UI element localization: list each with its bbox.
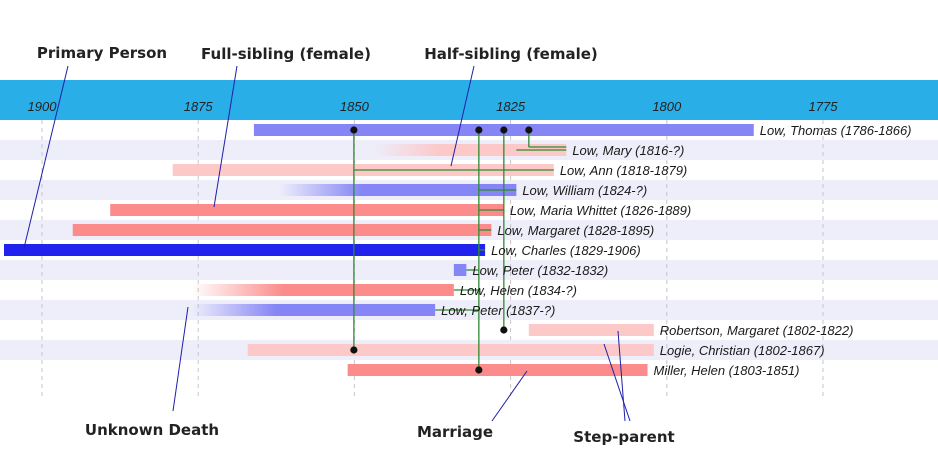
- callout-line-half-sibling: [450, 65, 475, 167]
- lifespan-bar: [347, 364, 648, 376]
- lifespan-bar: [278, 184, 517, 196]
- axis-tick-label: 1825: [496, 99, 526, 114]
- person-label: Low, Ann (1818-1879): [560, 163, 687, 178]
- person-label: Logie, Christian (1802-1867): [660, 343, 825, 358]
- lifespan-bar: [453, 264, 467, 276]
- lifespan-bar: [4, 244, 486, 256]
- person-label: Low, Helen (1834-?): [460, 283, 577, 298]
- marriage-dot: [500, 126, 508, 134]
- callout-line-unknown-death: [172, 306, 189, 412]
- marriage-dot: [350, 346, 358, 354]
- callout-half-sibling-female: Half-sibling (female): [424, 45, 598, 63]
- lifespan-bar: [110, 204, 504, 216]
- lifespan-bar: [72, 224, 492, 236]
- marriage-dot: [475, 126, 483, 134]
- callout-line-step-parent-2: [603, 343, 631, 422]
- lifespan-bar: [528, 324, 654, 336]
- callout-step-parent: Step-parent: [573, 428, 674, 446]
- marriage-dot: [500, 326, 508, 334]
- callout-primary-person: Primary Person: [37, 44, 167, 62]
- person-label: Low, Maria Whittet (1826-1889): [510, 203, 691, 218]
- family-connectors: [350, 126, 567, 374]
- person-label: Low, Charles (1829-1906): [491, 243, 641, 258]
- callout-line-marriage: [491, 370, 528, 422]
- lifespan-bar: [247, 344, 654, 356]
- callout-unknown-death: Unknown Death: [85, 421, 219, 439]
- lifespan-bar: [191, 304, 436, 316]
- lifespan-bar: [372, 144, 567, 156]
- person-label: Low, Mary (1816-?): [572, 143, 684, 158]
- person-label: Robertson, Margaret (1802-1822): [660, 323, 854, 338]
- lifespan-bar: [191, 284, 454, 296]
- callout-line-primary: [23, 65, 69, 249]
- axis-tick-label: 1900: [28, 99, 58, 114]
- person-label: Low, William (1824-?): [522, 183, 647, 198]
- person-label: Low, Thomas (1786-1866): [760, 123, 912, 138]
- person-label: Low, Peter (1837-?): [441, 303, 555, 318]
- marriage-dot: [350, 126, 358, 134]
- callout-line-step-parent-1: [617, 330, 626, 422]
- person-label: Low, Margaret (1828-1895): [497, 223, 654, 238]
- axis-tick-label: 1875: [184, 99, 214, 114]
- callout-marriage: Marriage: [417, 423, 493, 441]
- callout-line-full-sibling: [213, 65, 238, 208]
- person-labels: Low, Thomas (1786-1866) Low, Mary (1816-?…: [441, 123, 911, 378]
- parent-dot: [525, 126, 533, 134]
- marriage-dot: [475, 366, 483, 374]
- axis-tick-label: 1775: [809, 99, 839, 114]
- person-label: Low, Peter (1832-1832): [472, 263, 608, 278]
- lifespan-bars: [4, 124, 754, 376]
- axis-tick-label: 1850: [340, 99, 370, 114]
- axis-tick-label: 1800: [652, 99, 682, 114]
- axis-tick-labels: 1900 1875 1850 1825 1800 1775: [28, 99, 839, 114]
- person-label: Miller, Helen (1803-1851): [654, 363, 800, 378]
- callout-full-sibling-female: Full-sibling (female): [201, 45, 371, 63]
